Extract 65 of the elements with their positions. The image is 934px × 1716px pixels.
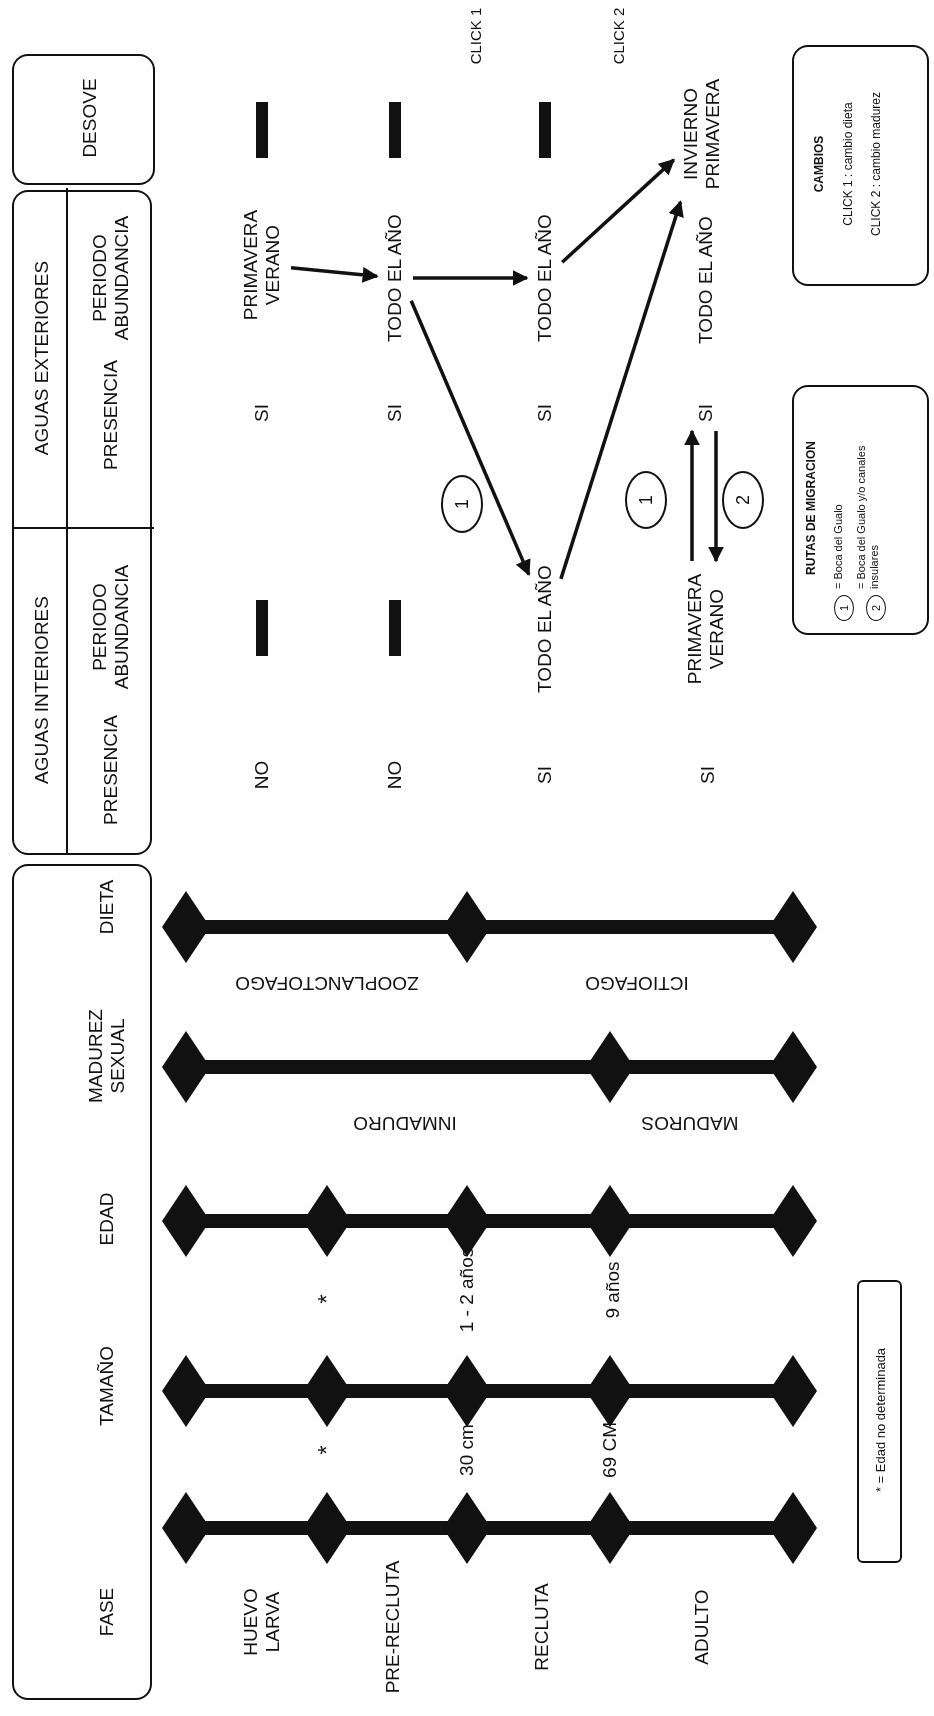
header-panel	[12, 54, 155, 185]
legend-title: CAMBIOS	[813, 134, 827, 195]
legend-text: = Boca del Gualo	[831, 503, 845, 589]
legend-panel	[792, 45, 929, 286]
table-value: SI	[534, 403, 556, 424]
column-header: PERIODO ABUNDANCIA	[89, 563, 133, 692]
table-value: 9 años	[602, 1260, 624, 1321]
table-value: NO	[384, 759, 406, 792]
footnote-text: * = Edad no determinada	[873, 1346, 889, 1495]
route-marker: 2	[722, 471, 764, 529]
table-value: INMADURO	[352, 1112, 458, 1134]
table-value: ICTIOFAGO	[584, 972, 690, 994]
column-header: AGUAS INTERIORES	[31, 595, 53, 786]
footnote-panel	[857, 1280, 902, 1563]
column-header: PRESENCIA	[100, 714, 122, 827]
click-label: CLICK 1	[467, 6, 485, 67]
table-value: ZOOPLANCTOFAGO	[234, 972, 420, 994]
column-header: AGUAS EXTERIORES	[31, 259, 53, 458]
arrow	[559, 200, 684, 580]
period-label: TODO EL AÑO	[530, 208, 560, 348]
period-label: TODO EL AÑO	[380, 208, 410, 348]
table-value: SI	[251, 403, 273, 424]
arrow	[413, 270, 529, 286]
row-label: HUEVO LARVA	[240, 1587, 284, 1658]
row-label: ADULTO	[691, 1588, 713, 1667]
header-panel	[12, 864, 152, 1700]
table-value: SI	[534, 765, 556, 786]
period-label: PRIMAVERA VERANO	[236, 195, 288, 335]
column-header: TAMAÑO	[96, 1345, 118, 1428]
table-value: SI	[697, 765, 719, 786]
column-header: PERIODO ABUNDANCIA	[89, 214, 133, 343]
arrow	[409, 300, 531, 577]
period-label: PRIMAVERA VERANO	[680, 564, 732, 694]
column-header: PRESENCIA	[100, 359, 122, 472]
table-value: NO	[251, 759, 273, 792]
legend-text: CLICK 2 : cambio madurez	[870, 90, 884, 239]
legend-text: = Boca del Gualo y/o canales insulares	[855, 444, 881, 589]
table-value: *	[313, 1293, 341, 1306]
table-value: TODO EL AÑO	[695, 215, 717, 346]
legend-panel	[792, 385, 929, 635]
arrow	[290, 266, 379, 283]
legend-title: RUTAS DE MIGRACION	[805, 440, 819, 577]
route-marker: 1	[441, 475, 483, 533]
presence-label: SI	[680, 398, 732, 428]
arrow	[684, 429, 700, 561]
table-value: 30 cm	[456, 1423, 478, 1478]
legend-text: CLICK 1 : cambio dieta	[842, 101, 856, 228]
table-value: *	[313, 1444, 341, 1457]
row-label: RECLUTA	[531, 1582, 553, 1673]
table-value: 69 CM	[599, 1421, 621, 1480]
arrow	[708, 431, 724, 563]
period-label: INVIERNO PRIMAVERA	[676, 69, 728, 199]
header-panel	[12, 190, 152, 855]
table-value: SI	[384, 403, 406, 424]
click-label: CLICK 2	[610, 6, 628, 67]
route-marker: 1	[625, 471, 667, 529]
arrow	[561, 158, 675, 264]
table-value: MADUROS	[640, 1112, 740, 1134]
column-header: DIETA	[96, 878, 118, 937]
period-label: TODO EL AÑO	[530, 559, 560, 699]
column-header: MADUREZ SEXUAL	[85, 1008, 129, 1105]
column-header: DESOVE	[79, 77, 101, 160]
row-label: PRE-RECLUTA	[382, 1559, 404, 1696]
column-header: EDAD	[96, 1191, 118, 1248]
column-header: FASE	[96, 1586, 118, 1639]
